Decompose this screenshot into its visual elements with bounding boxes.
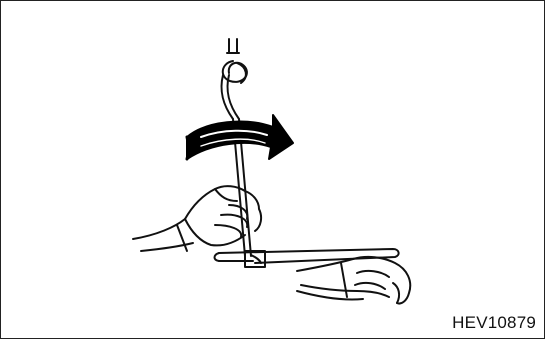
curved-arrow-right-icon xyxy=(187,115,293,159)
upper-hand-illustration xyxy=(133,186,261,251)
ceiling-ring-icon xyxy=(227,39,239,53)
figure-code: HEV10879 xyxy=(452,313,536,333)
lower-hand-illustration xyxy=(297,257,410,304)
jack-crank-icon xyxy=(215,249,399,267)
